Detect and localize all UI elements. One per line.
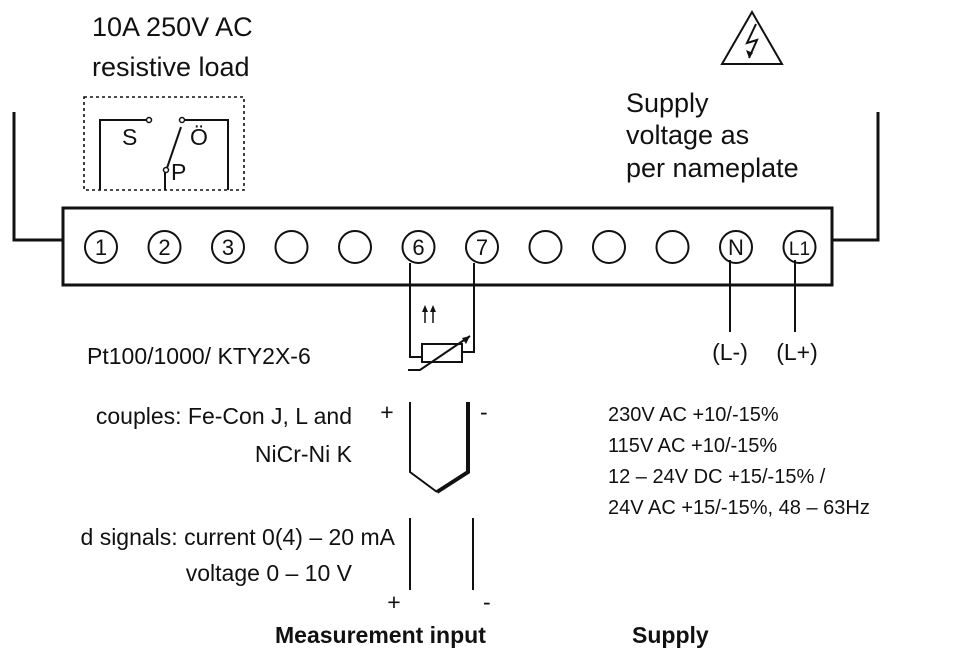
standard-signal-label-line1: d signals: current 0(4) – 20 mA — [81, 524, 396, 550]
terminal-label-12: L1 — [789, 239, 810, 260]
relay-s-label: S — [122, 124, 137, 150]
terminal-3 — [211, 230, 245, 264]
supply-note-line3: per nameplate — [626, 153, 799, 183]
terminal-label-3: 3 — [222, 235, 234, 260]
terminal-strip — [61, 206, 834, 287]
thermocouple-minus: - — [480, 399, 488, 425]
measurement-input-heading: Measurement input — [275, 622, 486, 648]
load-rating-line2: resistive load — [92, 52, 250, 82]
right-lead-wire — [832, 112, 880, 242]
terminal-label-1: 1 — [95, 235, 107, 260]
rtd-label: Pt100/1000/ KTY2X-6 — [87, 343, 311, 369]
terminal-12 — [782, 230, 817, 264]
supply-spec-2: 115V AC +10/-15% — [608, 435, 777, 457]
supply-heading: Supply — [632, 622, 709, 648]
left-lead-wire — [12, 112, 63, 242]
terminal-10 — [655, 230, 690, 264]
terminal-1 — [84, 230, 118, 264]
terminal-6 — [401, 230, 436, 264]
rtd-sensor — [408, 263, 475, 371]
supply-note-line2: voltage as — [626, 120, 749, 150]
terminal-4 — [274, 230, 309, 264]
neutral-polarity: (L-) — [712, 339, 748, 365]
relay-contacts: S Ö P — [99, 116, 229, 190]
terminal-label-6: 6 — [412, 235, 424, 260]
terminal-5 — [338, 230, 372, 264]
thermocouple-label-line1: couples: Fe-Con J, L and — [96, 403, 352, 429]
terminal-label-2: 2 — [158, 235, 170, 260]
line-polarity: (L+) — [776, 339, 818, 365]
supply-spec-1: 230V AC +10/-15% — [608, 404, 779, 426]
terminal-11 — [719, 230, 753, 264]
terminal-row: 1 2 3 6 7 N L1 — [84, 230, 817, 264]
thermocouple-symbol — [409, 402, 470, 494]
terminal-2 — [147, 230, 182, 264]
thermocouple-plus: + — [380, 399, 393, 425]
thermocouple-label-line2: NiCr-Ni K — [255, 441, 353, 467]
supply-spec-4: 24V AC +15/-15%, 48 – 63Hz — [608, 497, 870, 519]
supply-spec-3: 12 – 24V DC +15/-15% / — [608, 466, 826, 488]
high-voltage-warning-icon — [720, 9, 784, 65]
standard-signal-minus: - — [483, 589, 491, 615]
relay-o-label: Ö — [190, 124, 208, 150]
terminal-label-7: 7 — [476, 235, 488, 260]
standard-signal-plus: + — [387, 589, 400, 615]
terminal-7 — [465, 230, 499, 264]
relay-p-label: P — [171, 159, 186, 185]
supply-note-line1: Supply — [626, 88, 709, 118]
standard-signal-label-line2: voltage 0 – 10 V — [186, 560, 353, 586]
load-rating-line1: 10A 250V AC — [92, 12, 253, 42]
terminal-9 — [592, 230, 626, 264]
terminal-label-11: N — [728, 235, 744, 260]
terminal-8 — [528, 230, 563, 264]
